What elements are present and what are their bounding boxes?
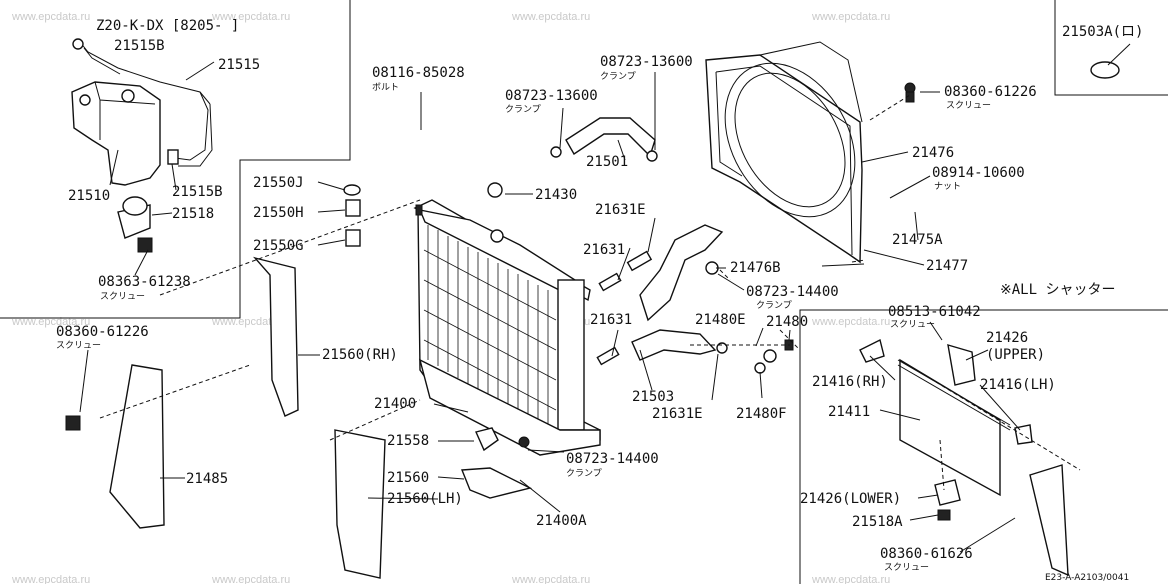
part-label-21550j: 21550J	[253, 175, 304, 191]
clamp-21518	[117, 196, 153, 253]
watermark: www.epcdata.ru	[511, 11, 590, 23]
watermark: www.epcdata.ru	[811, 11, 890, 23]
part-label-08360-61226-b: 08360-61226	[56, 324, 149, 340]
part-label-21631-b: 21631	[590, 312, 632, 328]
part-label-21476: 21476	[912, 145, 954, 161]
part-label-21480e: 21480E	[695, 312, 746, 328]
part-label-08116-85028: 08116-85028	[372, 65, 465, 81]
part-label-21558: 21558	[387, 433, 429, 449]
part-sublabel-08360-c: スクリュー	[884, 562, 929, 573]
part-label-21550g: 21550G	[253, 238, 304, 254]
part-label-21475a: 21475A	[892, 232, 943, 248]
side-brackets	[65, 256, 1069, 579]
part-label-21515b: 21515B	[114, 38, 165, 54]
watermark: www.epcdata.ru	[811, 316, 890, 328]
part-label-21631e-2: 21631E	[652, 406, 703, 422]
part-label-21480f: 21480F	[736, 406, 787, 422]
part-label-21411: 21411	[828, 404, 870, 420]
part-label-21503a: 21503A(ロ)	[1062, 24, 1143, 40]
part-label-08360-61626: 08360-61626	[880, 546, 973, 562]
part-label-08914-10600: 08914-10600	[932, 165, 1025, 181]
fan-shroud-21476	[705, 41, 916, 264]
part-label-21503: 21503	[632, 389, 674, 405]
part-label-08360-61226-a: 08360-61226	[944, 84, 1037, 100]
leader-lines	[79, 43, 1131, 553]
part-label-21416-rh: 21416(RH)	[812, 374, 888, 390]
part-sublabel-08513: スクリュー	[890, 319, 935, 330]
part-label-21560: 21560	[387, 470, 429, 486]
radiator-core	[413, 182, 601, 456]
part-label-21400: 21400	[374, 396, 416, 412]
part-label-21501: 21501	[586, 154, 628, 170]
part-labels: Z20-K-DX [8205- ] 21515B 21515 21510 215…	[56, 18, 1143, 583]
spacers	[343, 184, 361, 247]
part-label-21485: 21485	[186, 471, 228, 487]
watermark: www.epcdata.ru	[11, 316, 90, 328]
part-label-08513-61042: 08513-61042	[888, 304, 981, 320]
part-label-21480: 21480	[766, 314, 808, 330]
part-label-21515b-2: 21515B	[172, 184, 223, 200]
part-label-21477: 21477	[926, 258, 968, 274]
part-label-08723-14400-c: 08723-14400	[746, 284, 839, 300]
part-label-08723-13600-b: 08723-13600	[600, 54, 693, 70]
watermark: www.epcdata.ru	[211, 574, 290, 584]
part-label-21426-upper: 21426	[986, 330, 1028, 346]
part-sublabel-08723-b: クランプ	[600, 71, 636, 82]
part-label-21518: 21518	[172, 206, 214, 222]
part-sublabel-08360-a: スクリュー	[946, 100, 991, 111]
part-sublabel-08723-d: クランプ	[566, 468, 602, 479]
model-note: Z20-K-DX [8205- ]	[96, 18, 239, 34]
part-label-21550h: 21550H	[253, 205, 304, 221]
watermark: www.epcdata.ru	[211, 11, 290, 23]
part-label-21510: 21510	[68, 188, 110, 204]
part-sublabel-08723-c: クランプ	[756, 300, 792, 311]
part-label-21631-a: 21631	[583, 242, 625, 258]
part-label-21560-rh: 21560(RH)	[322, 347, 398, 363]
watermark: www.epcdata.ru	[11, 574, 90, 584]
watermark: www.epcdata.ru	[11, 11, 90, 23]
watermark: www.epcdata.ru	[811, 574, 890, 584]
part-sublabel-08116: ボルト	[372, 82, 399, 93]
part-label-21400a: 21400A	[536, 513, 587, 529]
hoses	[550, 117, 728, 366]
part-sublabel-08723-a: クランプ	[505, 104, 541, 115]
part-sublabel-08360-b: スクリュー	[56, 340, 101, 351]
reference-code: E23-A-A2103/0041	[1045, 573, 1129, 583]
part-label-21476b: 21476B	[730, 260, 781, 276]
part-sublabel-08914: ナット	[934, 181, 961, 192]
part-label-08363-61238: 08363-61238	[98, 274, 191, 290]
part-label-08723-14400-d: 08723-14400	[566, 451, 659, 467]
part-label-21416-lh: 21416(LH)	[980, 377, 1056, 393]
part-label-21515: 21515	[218, 57, 260, 73]
option-title: ※ALL シャッター	[1000, 282, 1115, 298]
part-label-21518a: 21518A	[852, 514, 903, 530]
part-sublabel-08363: スクリュー	[100, 291, 145, 302]
part-label-21426-lower: 21426(LOWER)	[800, 491, 901, 507]
shutter-assembly	[859, 61, 1120, 521]
part-label-21631e: 21631E	[595, 202, 646, 218]
part-label-21560-lh: 21560(LH)	[387, 491, 463, 507]
watermark: www.epcdata.ru	[511, 574, 590, 584]
part-label-21426-upper-sub: (UPPER)	[986, 347, 1045, 363]
part-label-08723-13600-a: 08723-13600	[505, 88, 598, 104]
part-label-21430: 21430	[535, 187, 577, 203]
reservoir-tank	[71, 38, 213, 186]
radiator-fins	[423, 225, 557, 432]
